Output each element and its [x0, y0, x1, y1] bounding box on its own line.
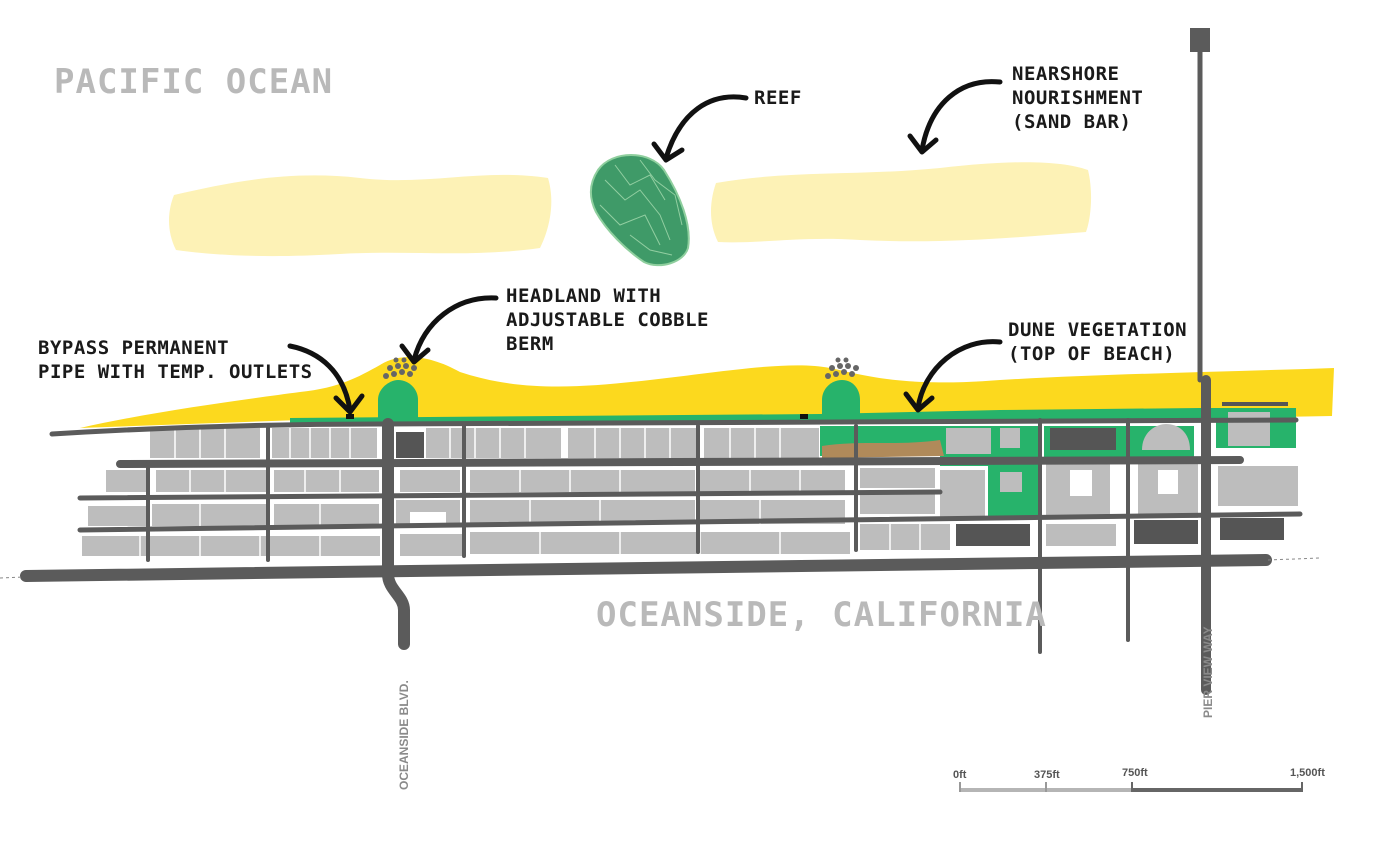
callout-nearshore-line1: NEARSHORE: [1012, 63, 1119, 85]
callout-headland-line2: ADJUSTABLE COBBLE: [506, 309, 709, 331]
scale-bar: 0ft 375ft 750ft 1,500ft: [953, 767, 1325, 792]
highway-dash-left: [0, 576, 25, 579]
road-network: [20, 37, 1303, 695]
highway: [20, 554, 1272, 582]
headland-west: [378, 357, 418, 424]
lot-dividers: [139, 428, 921, 556]
bypass-outlet-west: [346, 414, 354, 419]
scale-label-750: 750ft: [1122, 767, 1148, 779]
dark-buildings: [396, 402, 1288, 546]
street-label-oceanside-blvd: OCEANSIDE BLVD.: [397, 680, 411, 790]
sand-bar-west: [169, 174, 552, 257]
cobble-berm-east: [825, 357, 859, 379]
bypass-outlet-east: [800, 414, 808, 419]
ocean-label: PACIFIC OCEAN: [54, 62, 333, 102]
building-cutouts: [410, 424, 1190, 524]
callout-nearshore-line2: NOURISHMENT: [1012, 87, 1143, 109]
highway-dash-right: [1267, 557, 1321, 561]
city-label: OCEANSIDE, CALIFORNIA: [596, 595, 1047, 635]
coast-road: [49, 417, 1299, 437]
callout-nearshore-line3: (SAND BAR): [1012, 111, 1131, 133]
bypass-arrow: [287, 343, 353, 413]
headland-east: [822, 357, 860, 424]
reef-shape: [590, 154, 690, 267]
scale-label-0: 0ft: [953, 769, 967, 781]
callout-dune-line1: DUNE VEGETATION: [1008, 319, 1187, 341]
street-upper: [116, 456, 1244, 468]
sand-bar-east: [711, 162, 1092, 243]
pier-end: [1190, 28, 1210, 52]
street-label-pier-view-way: PIER VIEW WAY: [1201, 626, 1215, 718]
callout-reef-line1: REEF: [754, 87, 802, 109]
street-mid: [77, 489, 943, 501]
scale-label-375: 375ft: [1034, 769, 1060, 781]
cobble-berm-west: [383, 357, 417, 379]
oceanside-blvd-road: [382, 418, 410, 650]
dune-arrow: [915, 339, 1003, 411]
street-lower: [77, 511, 1303, 533]
reef-arrow: [663, 94, 749, 161]
reef-texture: [599, 159, 683, 256]
nearshore-arrow: [919, 79, 1003, 153]
callout-arrows: [287, 79, 1003, 415]
scale-label-1500: 1,500ft: [1290, 767, 1325, 779]
callout-dune-line2: (TOP OF BEACH): [1008, 343, 1175, 365]
dirt-path: [822, 440, 944, 458]
headland-arrow: [411, 295, 499, 363]
callout-headland-line1: HEADLAND WITH: [506, 285, 661, 307]
callout-bypass-line1: BYPASS PERMANENT: [38, 337, 229, 359]
callout-headland-line3: BERM: [506, 333, 554, 355]
callout-bypass-line2: PIPE WITH TEMP. OUTLETS: [38, 361, 313, 383]
